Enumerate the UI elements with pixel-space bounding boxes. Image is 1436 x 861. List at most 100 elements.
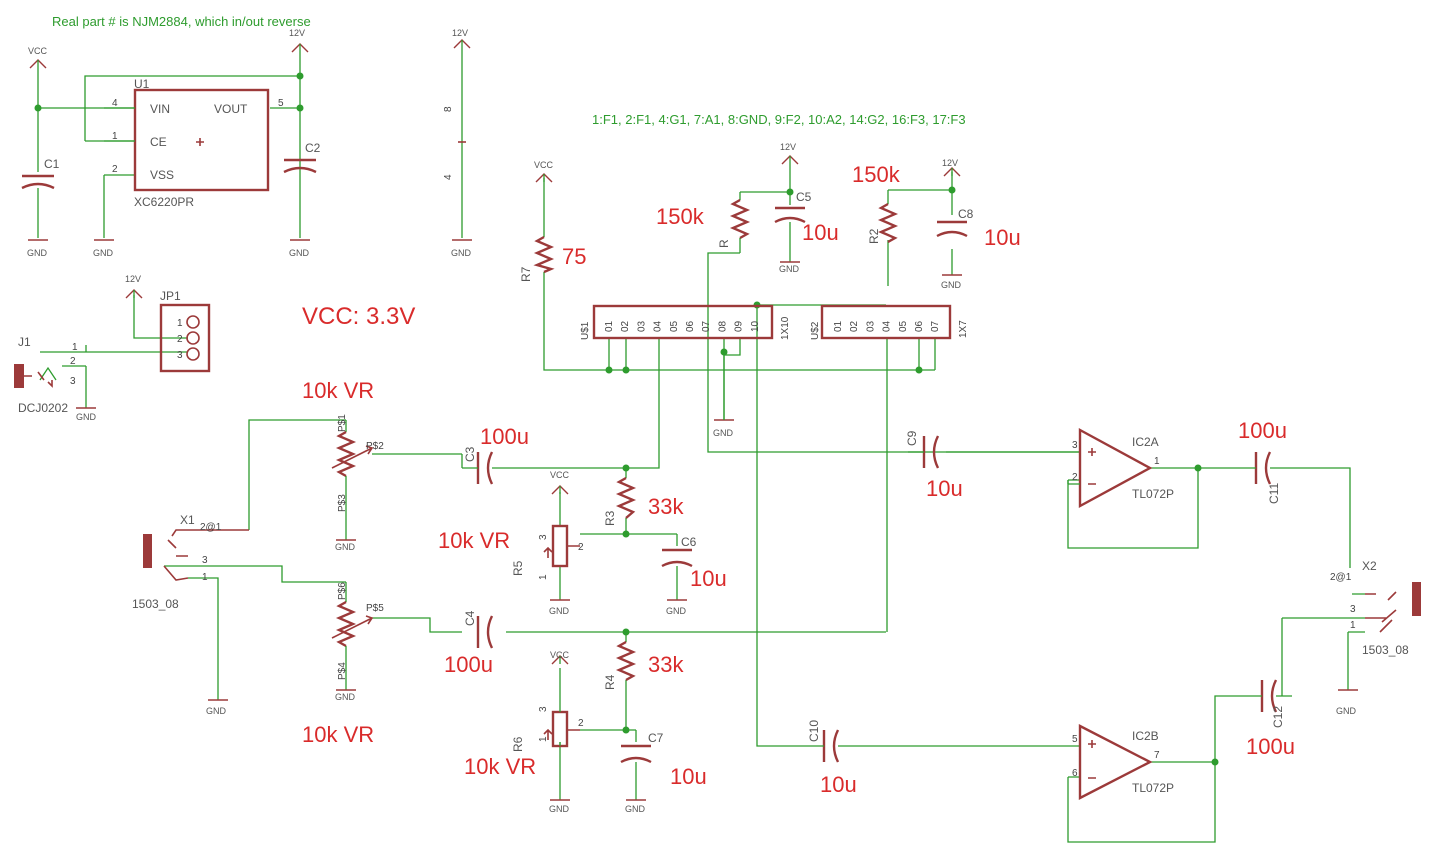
- capacitor-c8-ref: C8: [958, 207, 974, 221]
- vcc-label: VCC: [550, 650, 570, 660]
- gnd-label: GND: [779, 264, 800, 274]
- top-note: Real part # is NJM2884, which in/out rev…: [52, 14, 311, 29]
- connector-x1-part: 1503_08: [132, 597, 179, 611]
- connector-x1-pin: 2@1: [200, 522, 222, 533]
- header-pin-number: 02: [849, 320, 860, 332]
- capacitor-c8-value: 10u: [984, 225, 1021, 250]
- header-pin-number: 01: [604, 320, 615, 332]
- resistor-r1-value: 150k: [656, 204, 705, 229]
- trimmer-r6-ref: R6: [511, 736, 525, 752]
- capacitor-c4-value: 100u: [444, 652, 493, 677]
- gnd-label: GND: [625, 804, 646, 814]
- jumper-pin: 1: [177, 318, 183, 329]
- header-pin-number: 09: [734, 320, 745, 332]
- junction-dots: [34, 72, 1219, 766]
- header-pin-number: 04: [653, 320, 664, 332]
- gnd-label: GND: [941, 280, 962, 290]
- gnd-label: GND: [713, 428, 734, 438]
- resistor-r4-value: 33k: [648, 652, 684, 677]
- connector-x2-ref: X2: [1362, 559, 1377, 573]
- capacitor-c4: [476, 615, 494, 649]
- capacitor-c7: [620, 744, 652, 778]
- opamp-a-pin: 2: [1072, 472, 1078, 483]
- connector-x2-pin: 1: [1350, 620, 1356, 631]
- gnd-label: GND: [549, 804, 570, 814]
- supply-12v-label: 12V: [289, 28, 305, 38]
- resistor-r2-ref: R2: [867, 228, 881, 244]
- header-1x10-ref: U$1: [580, 321, 591, 340]
- pin-number: 5: [278, 98, 284, 109]
- header-pin-number: 05: [898, 320, 909, 332]
- supply-12v-label: 12V: [942, 158, 958, 168]
- connector-x2-pin: 2@1: [1330, 572, 1352, 583]
- label-layer: Real part # is NJM2884, which in/out rev…: [18, 14, 1409, 814]
- header-pin-number: 03: [865, 320, 876, 332]
- capacitor-c5-value: 10u: [802, 220, 839, 245]
- trimmer-r5: [543, 524, 580, 568]
- header-1x10-name: 1X10: [780, 316, 791, 340]
- capacitor-c3-ref: C3: [463, 446, 477, 462]
- capacitor-c11-ref: C11: [1267, 483, 1281, 504]
- opamp-b-pin: 6: [1072, 768, 1078, 779]
- resistor-r2-value: 150k: [852, 162, 901, 187]
- connector-x1: [143, 529, 249, 581]
- header-pin-number: 06: [914, 320, 925, 332]
- resistor-r7: [533, 235, 555, 274]
- capacitor-c10-value: 10u: [820, 772, 857, 797]
- gnd-label: GND: [451, 248, 472, 258]
- capacitor-c6-value: 10u: [690, 566, 727, 591]
- capacitor-c6: [661, 548, 693, 582]
- header-pin-number: 02: [620, 320, 631, 332]
- capacitor-c3: [461, 451, 506, 485]
- pin-number: 1: [112, 131, 118, 142]
- header-pin-number: 03: [636, 320, 647, 332]
- header-pin-number: 05: [669, 320, 680, 332]
- trimmer-pin: 2: [578, 542, 584, 553]
- dc-jack-ref: J1: [18, 335, 31, 349]
- opamp-b-pin: 7: [1154, 750, 1160, 761]
- capacitor-c12: [1248, 679, 1282, 713]
- potentiometer-lower: [331, 600, 374, 660]
- header-pin-number: 10: [750, 320, 761, 332]
- capacitor-c7-ref: C7: [648, 731, 664, 745]
- opamp-ic2a: [1067, 427, 1153, 509]
- capacitor-c1-ref: C1: [44, 157, 60, 171]
- dc-jack-pin: 1: [72, 342, 78, 353]
- gnd-label: GND: [1336, 706, 1357, 716]
- gnd-label: GND: [549, 606, 570, 616]
- header-pin-number: 07: [701, 320, 712, 332]
- capacitor-c12-value: 100u: [1246, 734, 1295, 759]
- header-pin-number: 04: [882, 320, 893, 332]
- pin-number: 4: [112, 98, 118, 109]
- capacitor-c2-ref: C2: [305, 141, 321, 155]
- trimmer-r6: [543, 702, 580, 748]
- capacitor-c5-ref: C5: [796, 190, 812, 204]
- header-1x7-ref: U$2: [810, 321, 821, 340]
- jumper-pin: 3: [177, 350, 183, 361]
- connector-x1-pin: 3: [202, 555, 208, 566]
- dc-jack-pin: 2: [70, 356, 76, 367]
- capacitor-c9: [908, 435, 940, 469]
- vcc-label: VCC: [550, 470, 570, 480]
- regulator-u1: [104, 88, 270, 192]
- trimmer-pin: 3: [538, 534, 549, 540]
- vcc-label: VCC: [28, 46, 48, 56]
- connector-x1-pin: 1: [202, 572, 208, 583]
- dc-jack-part: DCJ0202: [18, 401, 68, 415]
- capacitor-c7-value: 10u: [670, 764, 707, 789]
- pin-vss-label: VSS: [150, 168, 174, 182]
- gnd-label: GND: [335, 542, 356, 552]
- supply-12v-label: 12V: [452, 28, 468, 38]
- regulator-ref: U1: [134, 77, 150, 91]
- trimmer-pin: 1: [538, 736, 549, 742]
- pin-map-note: 1:F1, 2:F1, 4:G1, 7:A1, 8:GND, 9:F2, 10:…: [592, 112, 966, 127]
- pin-ce-label: CE: [150, 135, 167, 149]
- capacitor-c9-ref: C9: [905, 430, 919, 446]
- resistor-r3-value: 33k: [648, 494, 684, 519]
- opamp-b-pin: 5: [1072, 734, 1078, 745]
- opamp-b-part: TL072P: [1132, 781, 1174, 795]
- opamp-a-part: TL072P: [1132, 487, 1174, 501]
- resistor-r4-ref: R4: [603, 674, 617, 690]
- capacitor-c1: [21, 174, 55, 190]
